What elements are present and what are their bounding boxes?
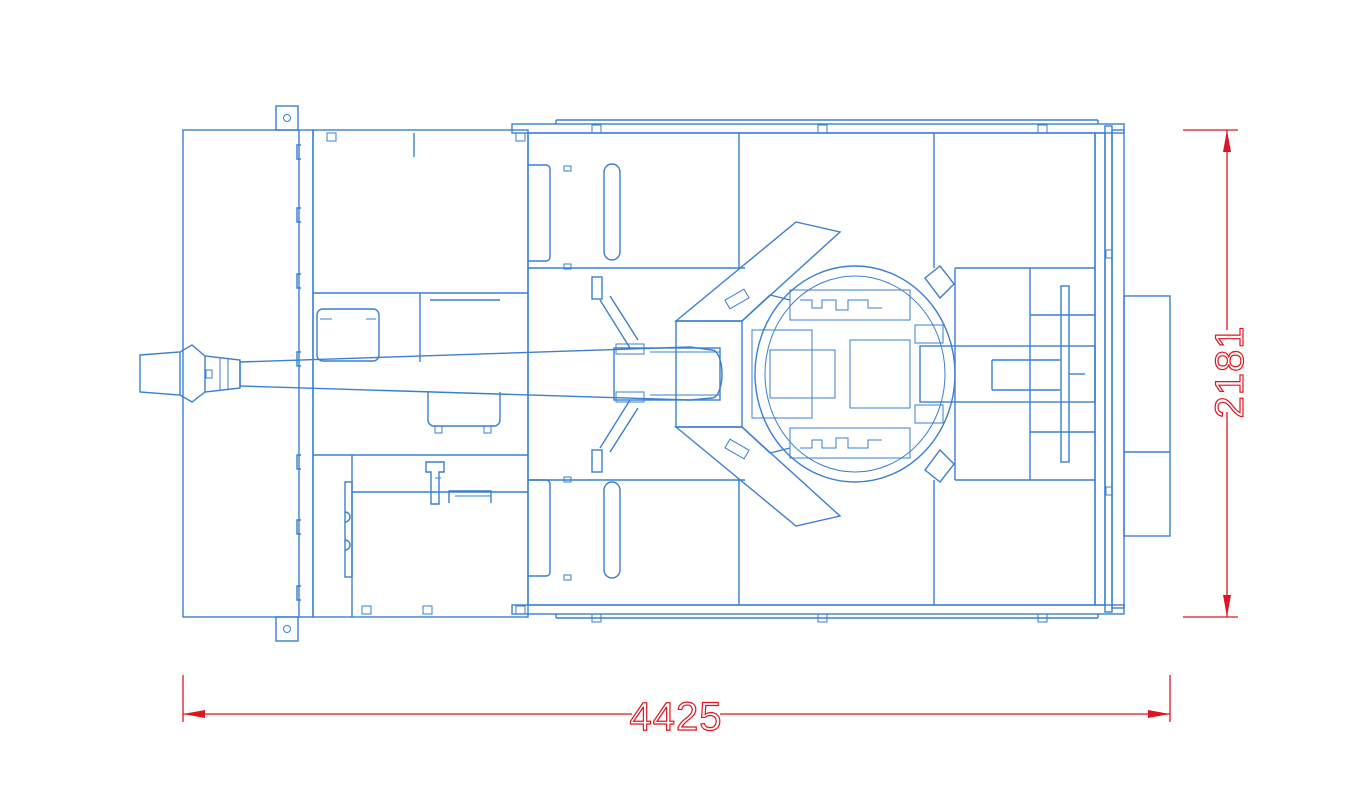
rear-module <box>1123 295 1171 537</box>
dimension-width: 2181 <box>1183 129 1253 618</box>
left-body-section <box>182 105 529 642</box>
length-dimension-label: 4425 <box>630 695 723 739</box>
dimension-length: 4425 <box>182 675 1171 740</box>
platform-section <box>511 119 1125 623</box>
width-dimension-label: 2181 <box>1208 326 1252 419</box>
gun-mount <box>599 221 1096 527</box>
gun-barrel <box>139 343 723 403</box>
